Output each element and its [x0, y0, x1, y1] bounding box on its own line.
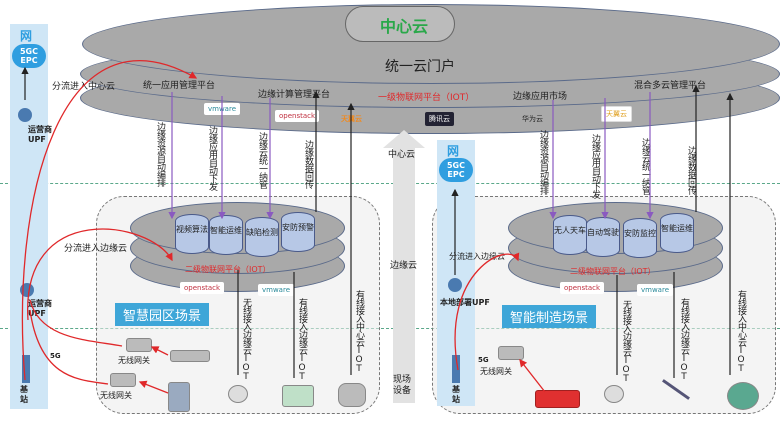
label-wireless-edge: 无线接入边缘云IOT — [241, 298, 251, 381]
app-smart-ops[interactable]: 智能运维 — [660, 213, 694, 253]
camera-icon — [604, 385, 624, 403]
carrier-upf: 运营商UPF — [28, 125, 52, 144]
label-wired-edge: 有线接入边缘云IOT — [679, 298, 689, 381]
core-network-cloud: 5GC EPC — [12, 44, 46, 68]
5g-label: 5G — [50, 352, 61, 360]
flow-app-deploy: 边缘应用自动下发 — [590, 134, 600, 198]
flow-resource-orchestration: 边缘资源自动编排 — [155, 122, 165, 186]
app-video-algorithm[interactable]: 视频算法 — [175, 214, 209, 254]
truck-icon — [535, 390, 580, 408]
local-upf: 本地部署UPF — [440, 298, 490, 307]
flow-data-return: 边缘数据回传 — [686, 146, 696, 194]
app-defect-detection[interactable]: 缺陷检测 — [245, 217, 279, 257]
red-flow-arrows — [21, 60, 546, 394]
tank-icon — [168, 382, 190, 412]
platform-edge-mgmt[interactable]: 边缘计算管理平台 — [258, 90, 331, 100]
huawei-cloud-logo: 华为云 — [522, 115, 543, 123]
flow-data-return: 边缘数据回传 — [303, 140, 313, 188]
tier-center: 中心云 — [388, 150, 416, 160]
flow-resource-orchestration: 边缘资源自动编排 — [538, 130, 548, 194]
center-cloud-title: 中心云 — [380, 17, 429, 36]
label-wired-center: 有线接入中心云IOT — [736, 290, 746, 373]
center-cloud-layer-1 — [82, 4, 780, 84]
wireless-gateway-icon — [126, 338, 152, 352]
motor-icon — [727, 382, 759, 410]
openstack-logo: openstack — [275, 110, 320, 122]
camera-icon — [228, 385, 248, 403]
base-station-icon — [22, 355, 30, 383]
tier-divider — [0, 328, 780, 329]
label-wireless-edge: 无线接入边缘云IOT — [621, 300, 631, 383]
wireless-gateway-icon — [110, 373, 136, 387]
gauge-icon — [338, 383, 366, 407]
tier-arrow — [393, 148, 415, 403]
unified-portal: 统一云门户 — [385, 59, 455, 75]
label-to-edge: 分流进入边缘云 — [64, 244, 128, 254]
tier-field: 现场设备 — [393, 375, 412, 396]
5g-label: 5G — [478, 356, 489, 364]
app-security-alert[interactable]: 安防预警 — [281, 212, 315, 252]
generator-icon — [282, 385, 314, 407]
app-auto-driving[interactable]: 自动驾驶 — [586, 217, 620, 257]
base-station-icon — [452, 355, 460, 383]
vmware-logo: vmware — [637, 284, 674, 296]
wireless-gateway-icon — [498, 346, 524, 360]
tier-edge: 边缘云 — [390, 261, 418, 271]
openstack-logo: openstack — [180, 282, 225, 294]
openstack-logo: openstack — [560, 282, 605, 294]
carrier-upf: 运营商UPF — [28, 299, 52, 318]
platform-iot-l1[interactable]: 一级物联网平台（IOT） — [378, 93, 475, 103]
scene-title: 智能制造场景 — [502, 305, 597, 328]
flow-app-deploy: 边缘应用自动下发 — [207, 126, 217, 190]
flowmeter-icon — [170, 350, 210, 362]
label-to-edge: 分流进入边缘云 — [449, 252, 505, 261]
purple-mgmt-arrows — [168, 92, 654, 220]
platform-app-mgmt[interactable]: 统一应用管理平台 — [143, 81, 216, 91]
platform-multicloud[interactable]: 混合多云管理平台 — [634, 81, 707, 91]
platform-edge-market[interactable]: 边缘应用市场 — [513, 92, 568, 102]
tianyi-cloud-logo: 天翼云 — [601, 106, 632, 122]
flow-unified-mgmt: 边缘云统一纳管 — [640, 138, 650, 194]
label-to-center: 分流进入中心云 — [52, 82, 116, 92]
iot-l2: 二级物联网平台（IOT） — [185, 265, 271, 274]
core-network-cloud: 5GC EPC — [439, 158, 473, 182]
flow-unified-mgmt: 边缘云统一纳管 — [257, 132, 267, 188]
network-label: 网 — [20, 29, 33, 43]
cloud-icon — [345, 6, 455, 42]
label-wired-center: 有线接入中心云IOT — [354, 290, 364, 373]
gateway-label: 无线网关 — [118, 356, 150, 365]
tencent-cloud-logo: 腾讯云 — [425, 112, 454, 126]
vmware-logo: vmware — [258, 284, 295, 296]
arrow-up-icon — [383, 130, 425, 148]
scene-title: 智慧园区场景 — [115, 303, 210, 326]
iot-l2: 二级物联网平台（IOT） — [570, 267, 656, 276]
network-label: 网 — [447, 144, 460, 158]
network-band — [10, 24, 48, 409]
black-data-arrows — [21, 66, 734, 378]
base-station: 基站 — [20, 385, 28, 404]
tier-divider — [0, 183, 780, 184]
gateway-label: 无线网关 — [100, 391, 132, 400]
app-security-monitor[interactable]: 安防监控 — [623, 218, 657, 258]
router-icon — [18, 108, 32, 122]
app-smart-ops[interactable]: 智能运维 — [209, 215, 243, 255]
label-wired-edge: 有线接入边缘云IOT — [297, 298, 307, 381]
app-unmanned-crane[interactable]: 无人天车 — [553, 215, 587, 255]
base-station: 基站 — [452, 385, 460, 404]
router-icon — [448, 278, 462, 292]
gateway-label: 无线网关 — [480, 367, 512, 376]
